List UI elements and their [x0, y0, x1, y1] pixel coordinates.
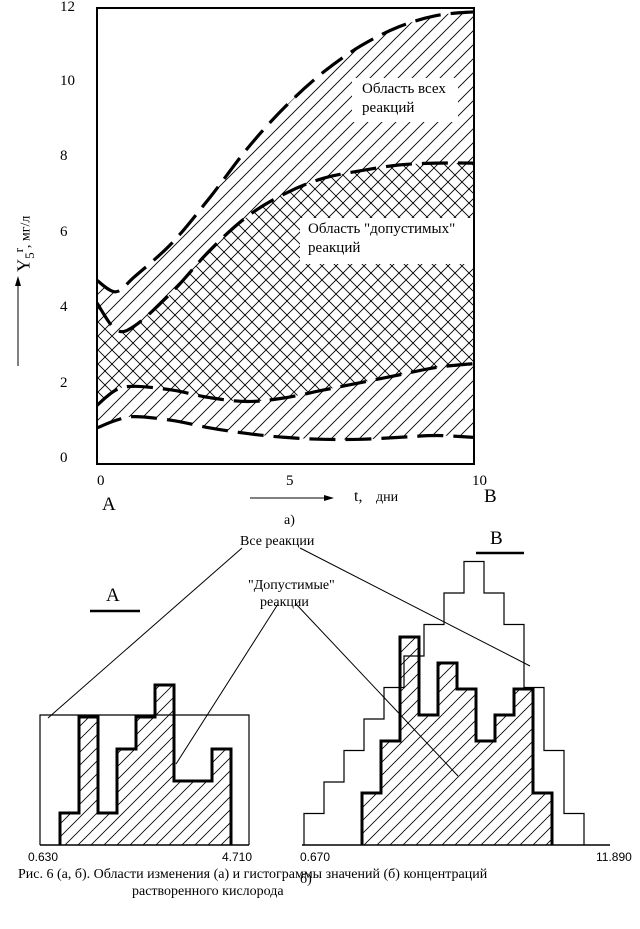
- y-tick-label: 0: [60, 450, 68, 466]
- histogram-a: [39, 683, 250, 846]
- boundary-all-upper: [97, 10, 474, 294]
- y-axis-superscript: r: [11, 248, 27, 253]
- x-tick-label: 5: [286, 473, 294, 489]
- hist-b-range-max: 11.890: [596, 850, 632, 864]
- y-tick-label: 10: [60, 73, 75, 89]
- x-tick-label: 10: [472, 473, 487, 489]
- y-tick-label: 8: [60, 148, 68, 164]
- y-axis-arrowhead: [15, 276, 21, 286]
- hist-b-title: B: [490, 528, 503, 549]
- label-mask-all: [352, 78, 458, 122]
- x-axis-unit: дни: [376, 490, 399, 505]
- region-all-label-1: Область всех: [362, 81, 446, 97]
- region-all-label-2: реакций: [362, 100, 415, 116]
- hist-b-all-outline: [303, 560, 585, 845]
- hist-a-title: A: [106, 585, 120, 606]
- plot-a-frame: [96, 7, 475, 465]
- x-axis-arrowhead: [324, 495, 334, 501]
- x-axis-symbol: t,: [354, 488, 363, 505]
- x-tick-label: 0: [97, 473, 105, 489]
- plot-a: [97, 10, 474, 442]
- hist-a-admissible-bars: [58, 683, 233, 845]
- y-tick-label: 6: [60, 224, 68, 240]
- boundary-admissible-upper: [97, 161, 474, 334]
- point-a-label: A: [102, 494, 116, 515]
- y-tick-label: 4: [60, 299, 68, 315]
- boundary-admissible-lower: [97, 362, 474, 407]
- hist-b-range-min: 0.670: [300, 850, 331, 864]
- caption-line-2: растворенного кислорода: [132, 884, 284, 899]
- point-b-label: B: [484, 486, 497, 507]
- all-reactions-label: Все реакции: [240, 534, 315, 549]
- hist-a-range-min: 0.630: [28, 850, 59, 864]
- region-admissible-label-1: Область "допустимых": [308, 221, 456, 237]
- y-tick-label: 12: [60, 0, 75, 15]
- boundary-all-lower: [97, 414, 474, 442]
- caption-line-1: Рис. 6 (а, б). Области изменения (а) и г…: [18, 867, 488, 882]
- label-mask-admissible: [300, 218, 474, 264]
- figure-caption: Рис. 6 (а, б). Области изменения (а) и г…: [18, 866, 618, 900]
- y-tick-label: 2: [60, 375, 68, 391]
- part-a-label: а): [284, 513, 295, 528]
- hist-b-admissible-bars: [360, 635, 554, 845]
- admissible-label-1: "Допустимые": [248, 578, 335, 593]
- y-axis-symbol: Y: [13, 258, 34, 272]
- y-axis-subscript: 5: [21, 252, 37, 259]
- y-axis-unit: , мг/л: [18, 215, 34, 249]
- part-b-label: б): [300, 872, 312, 887]
- histogram-b: [302, 560, 610, 846]
- admissible-label-2: реакции: [260, 595, 309, 610]
- hist-a-range-max: 4.710: [222, 850, 253, 864]
- region-admissible-label-2: реакций: [308, 240, 361, 256]
- hist-a-all-outline: [39, 714, 250, 845]
- y-axis-title: Y5r, мг/л: [11, 174, 37, 314]
